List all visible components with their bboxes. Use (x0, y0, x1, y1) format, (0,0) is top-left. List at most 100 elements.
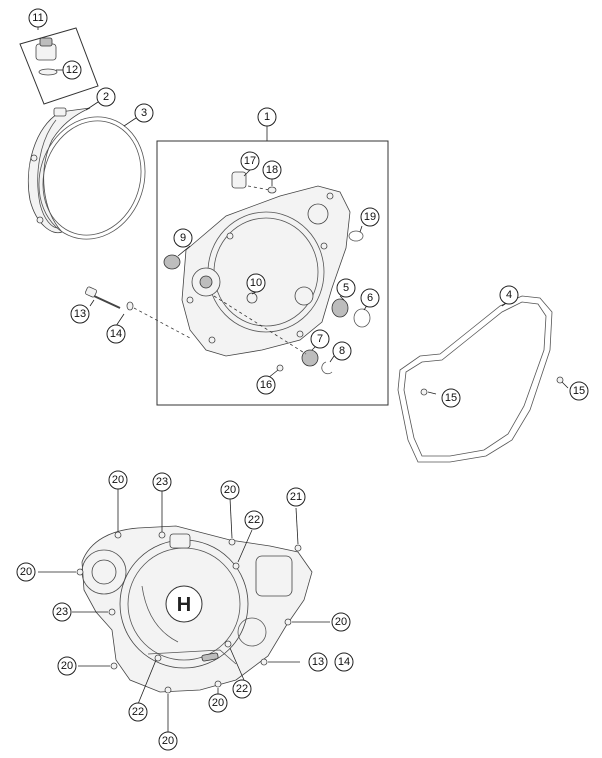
o-ring-19 (348, 230, 364, 242)
callout-label: 15 (445, 392, 457, 404)
callout-21: 21 (286, 487, 306, 507)
callout-13-bottom: 13 (308, 652, 328, 672)
callout-label: 16 (260, 379, 272, 391)
oil-filler-cap-group (19, 27, 99, 105)
callout-19: 19 (360, 207, 380, 227)
svg-text:H: H (177, 594, 191, 616)
callout-12: 12 (62, 60, 82, 80)
seal-ring-18 (267, 186, 277, 194)
callout-label: 20 (162, 735, 174, 747)
callout-14-top: 14 (106, 324, 126, 344)
shaft-seal-9 (163, 254, 181, 270)
callout-13-top: 13 (70, 304, 90, 324)
callout-10: 10 (246, 273, 266, 293)
screw-16 (276, 364, 284, 372)
outer-clutch-cover (27, 107, 91, 234)
filler-cap-o-ring (38, 68, 58, 76)
dowel-pin-15a (420, 388, 428, 396)
clutch-cover-gasket (38, 116, 146, 240)
callout-20-e: 20 (57, 656, 77, 676)
callout-15-left: 15 (441, 388, 461, 408)
callout-label: 11 (32, 12, 43, 24)
callout-20-g: 20 (158, 731, 178, 751)
inner-cover-gasket (397, 295, 564, 463)
callout-22-b: 22 (232, 679, 252, 699)
callout-23-b: 23 (52, 602, 72, 622)
bushing-10 (246, 292, 258, 304)
callout-label: 22 (236, 683, 248, 695)
callout-label: 3 (141, 107, 147, 119)
callout-label: 20 (112, 474, 124, 486)
callout-label: 13 (74, 308, 86, 320)
callout-label: 20 (212, 697, 224, 709)
shaft-seal-7 (301, 349, 319, 367)
callout-20-f: 20 (208, 693, 228, 713)
callout-4: 4 (499, 285, 519, 305)
callout-label: 2 (103, 91, 109, 103)
callout-17: 17 (240, 151, 260, 171)
filler-cap-grip (39, 37, 53, 47)
clutch-cover-casting (181, 185, 351, 357)
callout-label: 1 (264, 111, 270, 123)
small-parts-center (163, 171, 371, 375)
circlip-8 (321, 361, 333, 375)
callout-label: 19 (364, 211, 376, 223)
filler-cap-frame (19, 27, 99, 105)
callout-label: 8 (339, 345, 345, 357)
callout-label: 14 (110, 328, 122, 340)
callout-label: 20 (335, 616, 347, 628)
callout-22-c: 22 (128, 702, 148, 722)
callout-6: 6 (360, 288, 380, 308)
callout-label: 12 (66, 64, 78, 76)
filler-cap (35, 43, 57, 61)
bolt-head (85, 286, 97, 298)
callout-2: 2 (96, 87, 116, 107)
dowel-pin-15b (556, 376, 564, 384)
callout-label: 10 (250, 277, 262, 289)
callout-label: 18 (266, 164, 278, 176)
callout-label: 14 (338, 656, 350, 668)
shaft-seal-5 (331, 298, 349, 318)
callout-1: 1 (257, 107, 277, 127)
callout-label: 23 (56, 606, 68, 618)
callout-20-b: 20 (220, 480, 240, 500)
callout-label: 20 (224, 484, 236, 496)
callout-label: 4 (506, 289, 512, 301)
callout-label: 13 (312, 656, 324, 668)
callout-label: 5 (343, 282, 349, 294)
callout-label: 23 (156, 476, 168, 488)
callout-label: 6 (367, 292, 373, 304)
callout-20-a: 20 (108, 470, 128, 490)
husqvarna-logo: H (165, 585, 203, 623)
callout-label: 20 (20, 566, 32, 578)
callout-20-d: 20 (331, 612, 351, 632)
callout-label: 17 (244, 155, 256, 167)
callout-label: 9 (180, 232, 186, 244)
callout-label: 7 (317, 333, 323, 345)
callout-label: 22 (248, 514, 260, 526)
callout-label: 21 (290, 491, 302, 503)
plug-screw (231, 171, 247, 189)
callout-23-a: 23 (152, 472, 172, 492)
callout-20-c: 20 (16, 562, 36, 582)
callout-22-a: 22 (244, 510, 264, 530)
callout-label: 22 (132, 706, 144, 718)
bolt-shank (93, 295, 121, 309)
callout-11: 11 (28, 8, 48, 28)
callout-18: 18 (262, 160, 282, 180)
circlip-6 (353, 308, 371, 328)
callout-5: 5 (336, 278, 356, 298)
callout-16: 16 (256, 375, 276, 395)
callout-9: 9 (173, 228, 193, 248)
callout-3: 3 (134, 103, 154, 123)
cover-bolts (76, 531, 302, 694)
callout-label: 20 (61, 660, 73, 672)
leader-lines (37, 26, 569, 732)
callout-8: 8 (332, 341, 352, 361)
washer (126, 301, 134, 311)
callout-7: 7 (310, 329, 330, 349)
callout-14-bottom: 14 (334, 652, 354, 672)
clutch-cover-assembly-box (156, 140, 389, 406)
long-bolt-group (85, 286, 191, 339)
